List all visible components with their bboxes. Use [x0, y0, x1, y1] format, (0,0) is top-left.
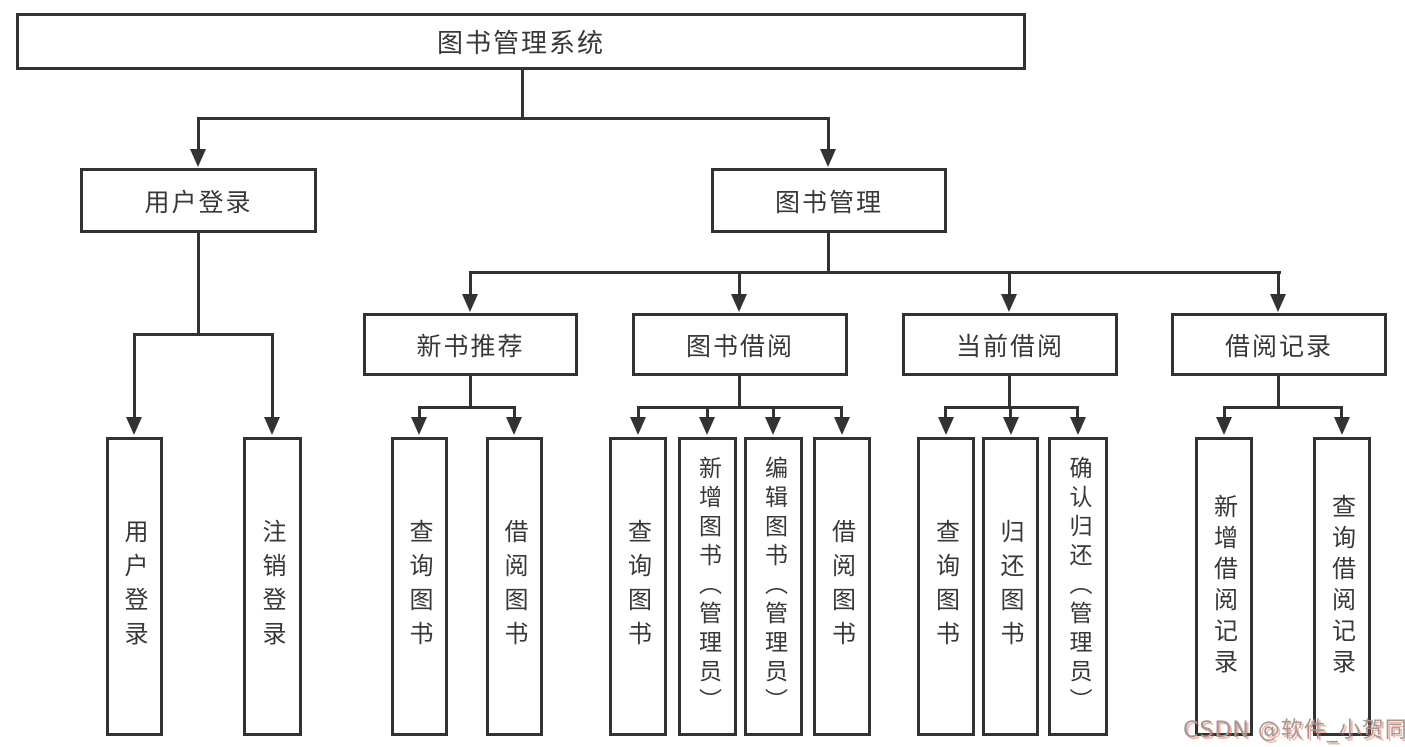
node-leaf-query-book-1: 查询图书 — [391, 437, 448, 736]
arrowhead-query-record — [1334, 417, 1350, 435]
connector-user-login-rail — [133, 333, 274, 336]
node-leaf-add-borrow-record: 新增借阅记录 — [1195, 437, 1253, 736]
node-leaf-query-book-2: 查询图书 — [609, 437, 667, 736]
node-leaf-query-book-1-label: 查询图书 — [405, 518, 433, 655]
node-leaf-query-book-2-label: 查询图书 — [623, 518, 652, 655]
arrowhead-edit-book — [765, 417, 781, 435]
arrowhead-confirm-return — [1070, 417, 1086, 435]
node-leaf-return-book: 归还图书 — [982, 437, 1039, 736]
node-leaf-borrow-book-1: 借阅图书 — [486, 437, 543, 736]
connector-new-book-rec-rail — [419, 406, 516, 409]
connector-arrow-confirm-return-shaft — [1076, 406, 1079, 419]
connector-arrow-query-book-2-shaft — [637, 406, 640, 419]
connector-arrow-add-book-shaft — [706, 406, 709, 419]
connector-arrow-query-record-shaft — [1340, 406, 1343, 419]
connector-arrow-book-mgmt-shaft — [827, 117, 830, 150]
arrowhead-current-borrow — [1001, 294, 1017, 312]
connector-arrow-borrow-records-shaft — [1277, 271, 1280, 296]
node-current-borrow: 当前借阅 — [902, 313, 1118, 376]
node-leaf-confirm-return-admin: 确认归还（管理员） — [1048, 437, 1108, 736]
node-leaf-confirm-return-admin-label: 确认归还（管理员） — [1065, 456, 1091, 717]
node-root: 图书管理系统 — [16, 13, 1026, 70]
connector-book-borrow-rail — [637, 406, 843, 409]
connector-arrow-leaf-login-shaft — [133, 333, 136, 419]
arrowhead-borrow-records — [1270, 294, 1286, 312]
node-book-borrow-label: 图书借阅 — [685, 331, 794, 361]
node-leaf-edit-book-admin-label: 编辑图书（管理员） — [760, 456, 787, 717]
arrowhead-borrow-book-2 — [834, 417, 850, 435]
arrowhead-query-book-2 — [630, 417, 646, 435]
connector-arrow-edit-book-shaft — [772, 406, 775, 419]
connector-arrow-borrow-book-1-shaft — [513, 406, 516, 419]
node-leaf-query-borrow-record: 查询借阅记录 — [1313, 437, 1371, 736]
arrowhead-new-book-rec — [462, 294, 478, 312]
node-book-borrow: 图书借阅 — [632, 313, 848, 376]
node-root-label: 图书管理系统 — [436, 29, 605, 59]
arrowhead-leaf-logout — [264, 417, 280, 435]
arrowhead-query-book-3 — [938, 417, 954, 435]
node-leaf-user-login-label: 用户登录 — [120, 518, 148, 655]
connector-book-borrow-stub — [738, 374, 741, 408]
arrowhead-add-record — [1216, 417, 1232, 435]
node-user-login-label: 用户登录 — [144, 187, 253, 217]
arrowhead-add-book — [699, 417, 715, 435]
connector-book-mgmt-stub — [827, 232, 830, 273]
node-leaf-query-borrow-record-label: 查询借阅记录 — [1327, 493, 1356, 680]
node-book-mgmt-label: 图书管理 — [774, 187, 883, 217]
connector-user-login-stub — [197, 232, 200, 335]
node-leaf-query-book-3-label: 查询图书 — [931, 518, 960, 655]
node-leaf-add-book-admin-label: 新增图书（管理员） — [694, 456, 721, 717]
node-new-book-rec-label: 新书推荐 — [416, 331, 525, 361]
node-leaf-add-borrow-record-label: 新增借阅记录 — [1209, 493, 1238, 680]
node-leaf-edit-book-admin: 编辑图书（管理员） — [744, 437, 803, 736]
node-borrow-records-label: 借阅记录 — [1224, 331, 1333, 361]
arrowhead-return-book — [1003, 417, 1019, 435]
node-current-borrow-label: 当前借阅 — [955, 331, 1064, 361]
node-leaf-add-book-admin: 新增图书（管理员） — [678, 437, 737, 736]
connector-borrow-records-rail — [1223, 406, 1343, 409]
node-leaf-logout: 注销登录 — [243, 437, 302, 736]
connector-arrow-query-book-3-shaft — [944, 406, 947, 419]
connector-arrow-return-book-shaft — [1009, 406, 1012, 419]
node-book-mgmt: 图书管理 — [711, 168, 947, 233]
connector-arrow-user-login-shaft — [197, 117, 200, 150]
arrowhead-user-login — [190, 149, 206, 167]
arrowhead-book-mgmt — [820, 149, 836, 167]
connector-arrow-book-borrow-shaft — [738, 271, 741, 296]
node-leaf-borrow-book-2: 借阅图书 — [813, 437, 871, 736]
node-leaf-borrow-book-1-label: 借阅图书 — [500, 518, 528, 655]
connector-root-trunk — [521, 69, 524, 119]
connector-arrow-query-book-1-shaft — [418, 406, 421, 419]
csdn-watermark: CSDN @软件_小贺同学 — [1183, 718, 1405, 743]
connector-arrow-borrow-book-2-shaft — [840, 406, 843, 419]
connector-arrow-current-borrow-shaft — [1008, 271, 1011, 296]
arrowhead-query-book-1 — [411, 417, 427, 435]
node-user-login: 用户登录 — [80, 168, 317, 233]
connector-current-borrow-stub — [1008, 374, 1011, 408]
node-new-book-rec: 新书推荐 — [363, 313, 578, 376]
arrowhead-book-borrow — [731, 294, 747, 312]
node-leaf-return-book-label: 归还图书 — [996, 518, 1024, 655]
node-leaf-borrow-book-2-label: 借阅图书 — [827, 518, 856, 655]
connector-arrow-add-record-shaft — [1223, 406, 1226, 419]
connector-level2-rail — [197, 117, 830, 120]
node-leaf-user-login: 用户登录 — [106, 437, 163, 736]
node-borrow-records: 借阅记录 — [1171, 313, 1387, 376]
connector-level3-rail — [469, 271, 1281, 274]
connector-arrow-leaf-logout-shaft — [271, 333, 274, 419]
node-leaf-query-book-3: 查询图书 — [917, 437, 975, 736]
connector-borrow-records-stub — [1277, 374, 1280, 408]
node-leaf-logout-label: 注销登录 — [258, 518, 286, 655]
arrowhead-borrow-book-1 — [506, 417, 522, 435]
arrowhead-leaf-login — [126, 417, 142, 435]
connector-arrow-new-book-rec-shaft — [469, 271, 472, 296]
connector-new-book-rec-stub — [469, 374, 472, 408]
